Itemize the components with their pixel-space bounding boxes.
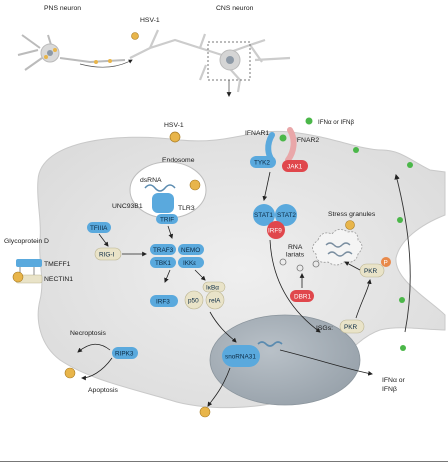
tbk1-shape (150, 257, 176, 268)
ifn-dot (353, 147, 359, 153)
apoptosis-label: Apoptosis (88, 387, 118, 394)
pkr-bottom-shape (339, 319, 365, 334)
lariat-icons (279, 258, 320, 272)
tfiiia-label: TFIIIA (90, 225, 108, 232)
traf3-shape (150, 244, 176, 255)
phospho-badge (381, 257, 391, 267)
ikke-label: IKKε (183, 260, 196, 267)
endosome-label: Endosome (162, 157, 195, 164)
tlr3-label: TLR3 (178, 205, 195, 212)
ifn-dot (397, 217, 403, 223)
necroptosis-label: Necroptosis (70, 330, 106, 337)
cns-neuron-label: CNS neuron (216, 5, 254, 12)
rela-label: relA (209, 298, 221, 305)
ripk3-label: RIPK3 (115, 351, 134, 358)
rna-lariats-label: RNA lariats (286, 244, 305, 259)
bottom-rule (0, 461, 448, 462)
dsrna-label: dsRNA (140, 177, 162, 184)
ifn-top-green-dot (305, 117, 313, 125)
virus-in-endosome-icon (189, 179, 201, 191)
ifn-dot (407, 162, 413, 168)
p50-shape (184, 290, 204, 310)
virus-apoptosis-icon (64, 367, 76, 379)
pns-neuron-label: PNS neuron (44, 5, 81, 12)
irf3-label: IRF3 (156, 299, 170, 306)
stat1-label: STAT1 (254, 212, 273, 219)
dbr1-shape (290, 290, 314, 302)
ifnar2-label: IFNAR2 (295, 137, 319, 144)
pns-neuron (17, 34, 126, 71)
stat1-shape (253, 204, 275, 226)
nectin1-label: NECTIN1 (44, 276, 73, 283)
dbr1-label: DBR1 (294, 294, 311, 301)
stress-granules-label: Stress granules (328, 211, 376, 218)
ifn-or-label: IFNα or (382, 377, 406, 384)
ifn-ab-top-label: IFNα or IFNβ (318, 119, 354, 126)
snorna31-shape (222, 345, 260, 367)
trif-shape (156, 214, 178, 224)
nucleus (209, 314, 361, 406)
irf9-label: IRF9 (268, 228, 282, 235)
hsv1-top-label: HSV-1 (140, 17, 160, 24)
ikke-shape (178, 257, 204, 268)
virus-right-icon (345, 220, 355, 230)
jak1-shape (282, 160, 308, 172)
rela-shape (205, 290, 225, 310)
unc93b1-label: UNC93B1 (112, 203, 143, 210)
tyk2-shape (250, 156, 276, 168)
ripk3-shape (112, 347, 138, 359)
ifnb-label: IFNβ (382, 386, 397, 393)
glycoprotein-d-label: Glycoprotein D (4, 238, 49, 245)
irf9-shape (267, 221, 285, 239)
virus-bottom-icon (199, 406, 211, 418)
ikba-label: IκBα (206, 285, 219, 292)
stat2-shape (275, 204, 297, 226)
hsv1-left-virus-icon (12, 271, 24, 283)
isgs-label: ISGs: (316, 325, 333, 332)
nemo-shape (178, 244, 204, 255)
pkr-top-shape (359, 263, 385, 278)
rigi-shape (94, 247, 122, 261)
hsv1-mid-virus-icon (169, 131, 181, 143)
tfiiia-shape (87, 222, 111, 233)
pkr-top-label: PKR (364, 268, 378, 275)
ifnar1-label: IFNAR1 (245, 130, 269, 137)
nemo-label: NEMO (181, 247, 200, 254)
jak1-label: JAK1 (287, 164, 303, 171)
phospho-badge-label: P (384, 260, 388, 267)
rigi-label: RIG-I (99, 252, 114, 259)
trif-label: TRIF (160, 217, 174, 224)
cns-neuron (129, 29, 291, 97)
tmeff1-label: TMEFF1 (44, 261, 71, 268)
irf3-shape (150, 295, 178, 307)
tyk2-label: TYK2 (254, 160, 270, 167)
hsv1-virus-icon (131, 32, 139, 40)
stat2-label: STAT2 (277, 212, 296, 219)
tbk1-label: TBK1 (155, 260, 171, 267)
snorna31-label: snoRNA31 (225, 354, 256, 361)
hsv1-mid-label: HSV-1 (164, 122, 184, 129)
ifn-dot (400, 345, 406, 351)
ifn-dot (399, 297, 405, 303)
traf3-label: TRAF3 (153, 247, 174, 254)
pkr-bottom-label: PKR (344, 324, 358, 331)
gene-transcript (257, 341, 283, 347)
p50-label: p50 (188, 298, 199, 305)
tlr3-shape (152, 193, 174, 213)
